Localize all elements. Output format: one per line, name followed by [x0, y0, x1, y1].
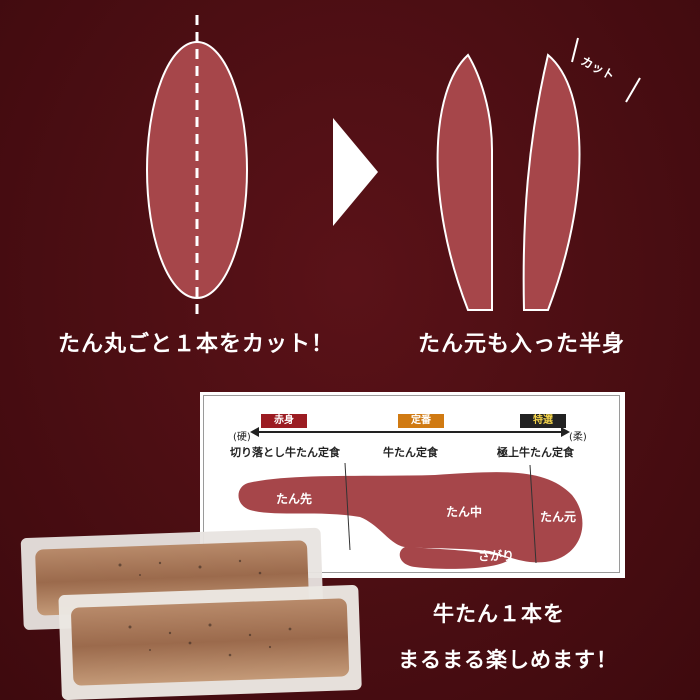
hardness-arrow-icon — [250, 427, 570, 437]
part-tanmoto: たん元 — [540, 510, 577, 524]
left-half-shape — [436, 53, 493, 311]
cut-line-2 — [529, 464, 537, 564]
cuts-panel-frame — [203, 395, 620, 573]
cut-line-1 — [344, 462, 351, 551]
cut-illustration — [146, 15, 641, 318]
tongue-sagari-shape — [399, 547, 510, 569]
tag-premium: 特選 — [520, 414, 566, 428]
pepper-specks — [118, 559, 292, 657]
bottom-caption-line2: まるまる楽しめます！ — [398, 648, 618, 672]
left-caption: たん丸ごと１本をカット！ — [58, 332, 335, 357]
part-tansaki: たん先 — [276, 492, 313, 506]
scale-soft: (柔) — [569, 432, 587, 443]
tag-standard: 定番 — [398, 414, 444, 428]
part-tannaka: たん中 — [446, 505, 483, 519]
right-half-shape — [522, 53, 581, 311]
scale-hard: (硬) — [233, 432, 251, 443]
part-sagari: さがり — [478, 549, 515, 563]
right-caption: たん元も入った半身 — [418, 332, 626, 357]
tongue-main-shape — [238, 472, 583, 563]
cut-mark-right — [625, 77, 641, 103]
tongue-diagram — [238, 462, 583, 569]
bottom-caption-line1: 牛たん１本を — [433, 602, 565, 626]
vacuum-packs-image — [20, 527, 362, 700]
grade-standard: 牛たん定食 — [383, 446, 438, 459]
tag-lean: 赤身 — [261, 414, 307, 428]
arrow-right-icon — [333, 118, 378, 226]
grade-kiriotoshi: 切り落とし牛たん定食 — [230, 446, 340, 459]
cut-mark-left — [571, 37, 579, 63]
grade-premium: 極上牛たん定食 — [497, 446, 574, 459]
